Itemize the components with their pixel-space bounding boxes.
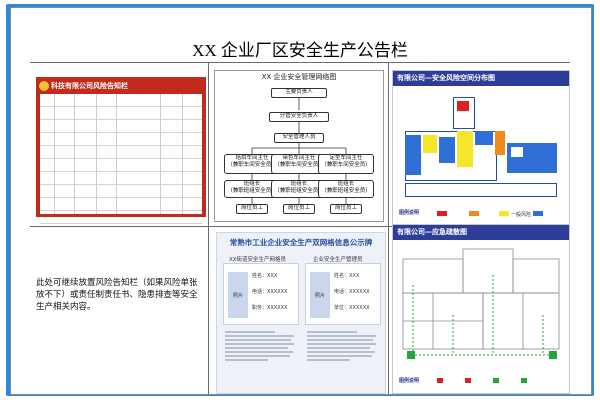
placeholder-note: 此处可继续放置风险告知栏（如果风险单张放不下）或责任制责任书、隐患排查等安全生产… xyxy=(36,277,198,311)
risk-table-row xyxy=(40,198,202,211)
org-node-worker-2: 岗位员工 xyxy=(283,204,315,214)
map-zone-yellow-1 xyxy=(423,135,437,153)
risk-table-row xyxy=(40,159,202,172)
map-zone-blue-center xyxy=(439,137,455,163)
risk-distribution-map: 有限公司—安全风险空间分布图 图例说明 一般风险 xyxy=(392,70,570,225)
card-1-phone: 电话：XXXXXX xyxy=(252,289,288,295)
map-zone-south-road xyxy=(405,183,557,197)
company-logo-icon xyxy=(39,81,49,91)
card-2-phone: 电话：XXXXXX xyxy=(334,289,370,295)
grid-board-title: 常熟市工业企业安全生产双网格信息公示牌 xyxy=(229,238,373,247)
risk-table-row xyxy=(40,172,202,185)
risk-table-row xyxy=(40,107,202,120)
grid-left-duty-text xyxy=(225,331,297,363)
photo-placeholder-1: 照片 xyxy=(228,272,248,318)
risk-table-row xyxy=(40,94,202,107)
org-node-worker-3: 岗位员工 xyxy=(330,204,362,214)
risk-map-header: 有限公司—安全风险空间分布图 xyxy=(393,71,569,86)
card-2-name: 姓名：XXX xyxy=(334,273,360,279)
legend-swatch-red xyxy=(437,211,447,216)
legend-exit-icon xyxy=(493,378,499,383)
org-node-worker-1: 岗位员工 xyxy=(236,204,268,214)
grid-info-board: 常熟市工业企业安全生产双网格信息公示牌 XX街道安全生产网格员 企业安全生产管理… xyxy=(216,232,386,394)
map-zone-orange xyxy=(495,131,505,155)
card-1-name: 姓名：XXX xyxy=(252,273,278,279)
map-zone-yellow-2 xyxy=(457,131,473,167)
org-chart-connectors xyxy=(251,98,347,204)
org-node-manager: 安全管理人员 xyxy=(274,133,324,143)
map-zone-blue-northeast xyxy=(475,131,493,145)
risk-notice-title: 科技有限公司风险告知栏 xyxy=(51,82,128,90)
org-node-deputy: 分管安全负责人 xyxy=(269,112,329,122)
map-zone-red xyxy=(457,101,469,111)
grid-member-card-2: 照片 姓名：XXX 电话：XXXXXX 单位：XXXXXX xyxy=(305,263,381,325)
legend-swatch-yellow xyxy=(499,211,509,216)
grid-line-top xyxy=(30,62,570,63)
grid-right-duty-text xyxy=(307,331,379,363)
legend-fire-icon xyxy=(437,378,443,383)
org-chart-title: XX 企业安全管理网络图 xyxy=(261,73,337,81)
legend-swatch-orange xyxy=(469,211,479,216)
risk-notice-table xyxy=(40,94,202,224)
org-node-workshop-lead-3: 定型车间主任（兼职车间安全员） xyxy=(318,154,374,174)
map-zone-blue-west xyxy=(405,135,421,175)
risk-map-legend-label: 图例说明 xyxy=(399,210,420,216)
risk-table-row xyxy=(40,185,202,198)
card-2-unit: 单位：XXXXXX xyxy=(334,305,370,311)
card-1-unit: 职务：XXXXXX xyxy=(252,305,288,311)
evacuation-map: 有限公司—应急疏散图 图例说明 xyxy=(392,224,570,394)
legend-route-icon xyxy=(521,378,527,383)
safety-org-chart: XX 企业安全管理网络图 主要负责人 分管安全负责人 安全管理人员 焙烘车间主任… xyxy=(214,70,384,222)
risk-table-row xyxy=(40,211,202,224)
grid-line-middle xyxy=(30,226,570,227)
page-title: XX 企业厂区安全生产公告栏 xyxy=(192,41,408,60)
risk-notice-panel: 科技有限公司风险告知栏 xyxy=(36,77,206,224)
org-node-team-lead-1: 班组长（兼职班组安全员） xyxy=(224,180,280,198)
grid-right-title: 企业安全生产管理员 xyxy=(313,257,363,263)
evac-map-title: 有限公司—应急疏散图 xyxy=(397,228,467,236)
grid-left-title: XX街道安全生产网格员 xyxy=(229,257,287,263)
photo-placeholder-2: 照片 xyxy=(310,272,330,318)
org-node-team-lead-2: 班组长（兼职班组安全员） xyxy=(271,180,327,198)
legend-extinguisher-icon xyxy=(465,378,471,383)
evacuation-floorplan xyxy=(402,248,560,359)
grid-line-v1 xyxy=(208,62,209,394)
grid-member-card-1: 照片 姓名：XXX 电话：XXXXXX 职务：XXXXXX xyxy=(223,263,299,325)
map-zone-white xyxy=(511,147,523,157)
legend-swatch-blue xyxy=(533,211,543,216)
org-chart-frame xyxy=(214,70,384,222)
risk-table-row xyxy=(40,146,202,159)
org-node-workshop-lead-2: 染色车间主任（兼职车间安全员） xyxy=(271,154,327,174)
grid-line-v2 xyxy=(388,62,389,394)
risk-map-title: 有限公司—安全风险空间分布图 xyxy=(397,74,495,82)
risk-table-row xyxy=(40,120,202,133)
risk-table-row xyxy=(40,133,202,146)
evac-map-header: 有限公司—应急疏散图 xyxy=(393,225,569,240)
evac-map-legend-label: 图例说明 xyxy=(399,378,420,384)
legend-label-yellow: 一般风险 xyxy=(511,212,532,218)
org-node-top: 主要负责人 xyxy=(271,88,327,98)
org-node-team-lead-3: 班组长（兼职班组安全员） xyxy=(318,180,374,198)
risk-notice-header: 科技有限公司风险告知栏 xyxy=(39,79,203,93)
